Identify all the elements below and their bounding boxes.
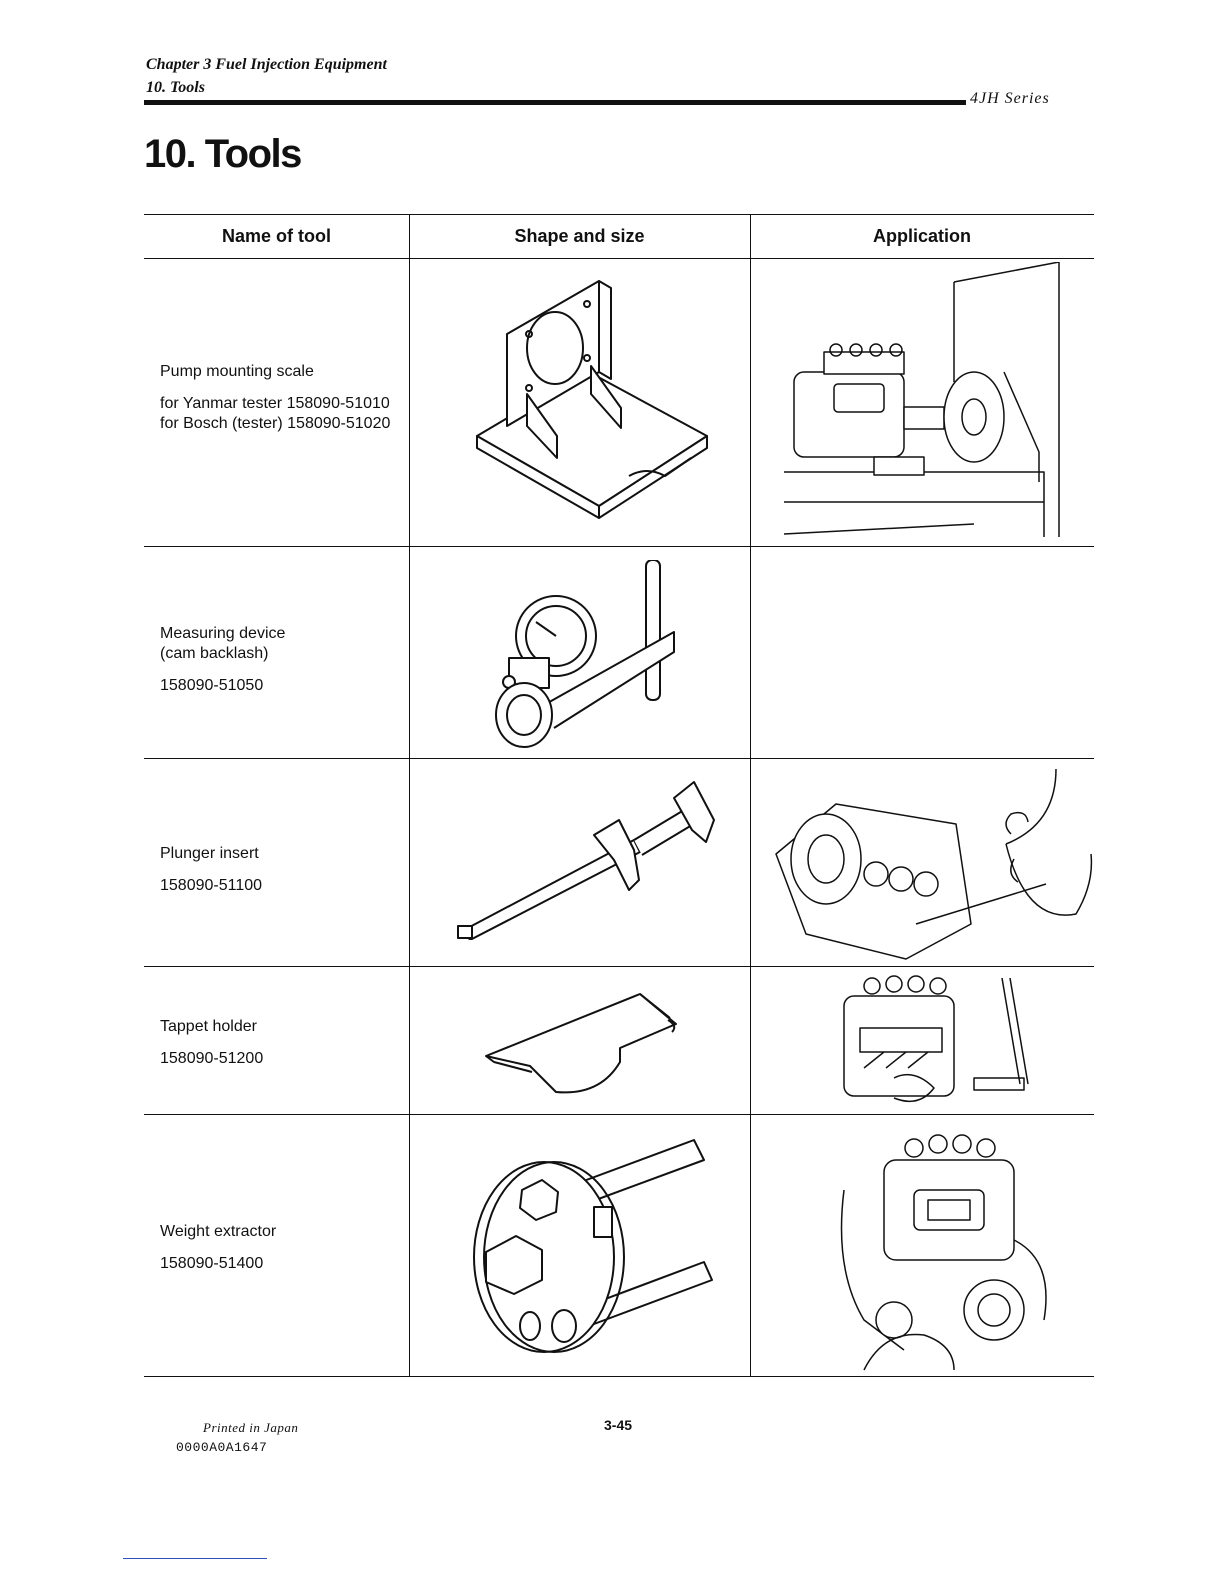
page-title: 10. Tools [144, 132, 302, 176]
tool-name: Pump mounting scale [160, 363, 314, 380]
tool-name-cell: Tappet holder 158090-51200 [160, 1017, 263, 1069]
tappet-holder-use-drawing [824, 968, 1064, 1112]
table-rule-row2 [144, 758, 1094, 759]
header-rule [144, 100, 966, 105]
tappet-holder-drawing [480, 986, 680, 1098]
plunger-insert-drawing [444, 780, 724, 940]
table-rule-header [144, 258, 1094, 259]
tool-name-cell: Plunger insert 158090-51100 [160, 844, 262, 896]
header-chapter: Chapter 3 Fuel Injection Equipment [146, 56, 387, 73]
tool-name-cell: Weight extractor 158090-51400 [160, 1222, 276, 1274]
column-header-name: Name of tool [221, 226, 331, 246]
column-header-shape: Shape and size [514, 226, 645, 246]
header-series: 4JH Series [970, 90, 1050, 107]
table-rule-row4 [144, 1114, 1094, 1115]
table-rule-bottom [144, 1376, 1094, 1377]
tool-name-cell: Pump mounting scale for Yanmar tester 15… [160, 362, 390, 434]
tool-part-number: 158090-51200 [160, 1050, 264, 1067]
table-rule-row1 [144, 546, 1094, 547]
tool-detail: for Bosch (tester) 158090-51020 [160, 415, 391, 432]
tool-detail: for Yanmar tester 158090-51010 [160, 395, 390, 412]
table-rule-row3 [144, 966, 1094, 967]
plunger-insert-use-drawing [756, 764, 1094, 964]
tool-name: Plunger insert [160, 845, 259, 862]
tool-name-note: (cam backlash) [160, 645, 269, 662]
footer-code: 0000A0A1647 [176, 1440, 268, 1455]
table-divider-2 [750, 214, 751, 1376]
tool-name: Tappet holder [160, 1018, 257, 1035]
tool-name: Weight extractor [160, 1223, 277, 1240]
dial-gauge-drawing [484, 560, 694, 750]
page-number: 3-45 [604, 1417, 633, 1433]
table-rule-top [144, 214, 1094, 215]
weight-extractor-drawing [464, 1132, 724, 1362]
tool-part-number: 158090-51050 [160, 677, 264, 694]
table-divider-1 [409, 214, 410, 1376]
bottom-link-underline [123, 1558, 267, 1559]
tool-part-number: 158090-51400 [160, 1255, 264, 1272]
weight-extractor-use-drawing [824, 1120, 1064, 1374]
mounting-bracket-drawing [469, 276, 719, 536]
tool-name-cell: Measuring device (cam backlash) 158090-5… [160, 624, 285, 696]
column-header-application: Application [873, 226, 971, 246]
pump-on-tester-drawing [774, 262, 1074, 544]
tools-table: Name of tool Shape and size Application … [144, 214, 1094, 1377]
tool-part-number: 158090-51100 [160, 877, 263, 894]
header-section: 10. Tools [146, 79, 205, 96]
tool-name: Measuring device [160, 625, 286, 642]
footer-printed: Printed in Japan [203, 1420, 299, 1435]
